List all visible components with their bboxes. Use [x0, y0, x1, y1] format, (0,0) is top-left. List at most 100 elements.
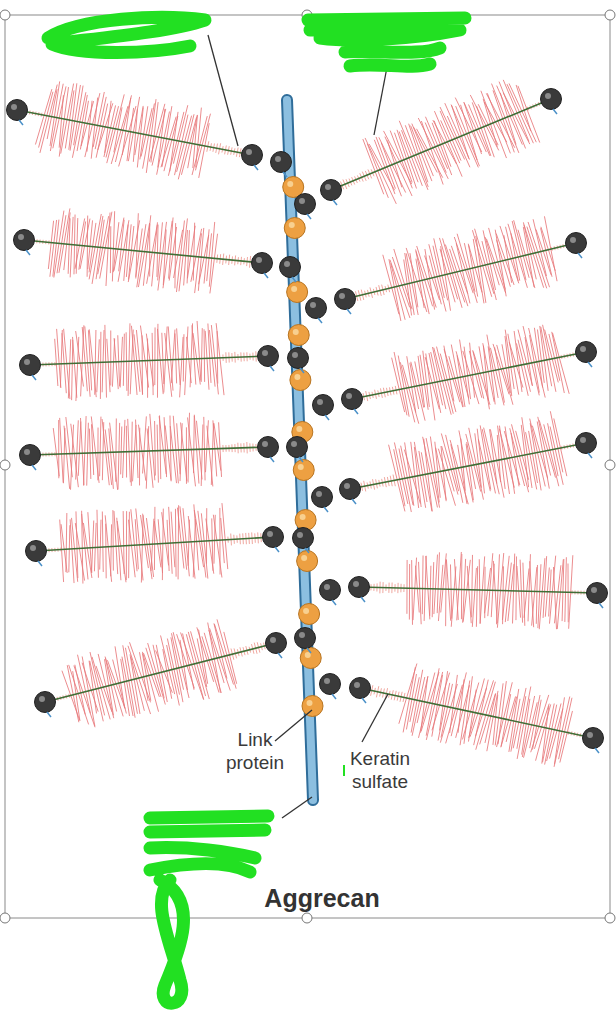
globular-domain: [287, 437, 308, 458]
globular-domain-shine: [317, 399, 323, 405]
chondroitin-sulfate-chain: [206, 508, 207, 564]
chondroitin-sulfate-chain: [181, 422, 187, 481]
chondroitin-sulfate-chain: [445, 559, 447, 626]
chondroitin-sulfate-chain: [537, 422, 549, 489]
chondroitin-sulfate-chain: [467, 566, 471, 623]
chondroitin-sulfate-chain: [435, 442, 440, 498]
proteoglycan-monomer: [20, 321, 269, 401]
chondroitin-sulfate-chain: [112, 211, 114, 281]
chondroitin-sulfate-chain: [417, 246, 437, 308]
chondroitin-sulfate-chain: [550, 411, 563, 472]
globular-domain: [342, 389, 363, 410]
part-label: Keratin sulfate: [328, 747, 432, 793]
chondroitin-sulfate-chain: [118, 423, 120, 490]
chondroitin-sulfate-chain: [201, 328, 202, 382]
chondroitin-sulfate-chain: [154, 507, 155, 570]
chondroitin-sulfate-chain: [55, 339, 58, 386]
frame-handle: [605, 10, 615, 20]
chondroitin-sulfate-chain: [516, 343, 528, 395]
chondroitin-sulfate-chain: [515, 556, 517, 620]
chondroitin-sulfate-chain: [150, 414, 155, 480]
chondroitin-sulfate-chain: [112, 339, 114, 387]
chondroitin-sulfate-chain: [198, 511, 206, 578]
link-protein: [297, 551, 318, 572]
domain-tick: [38, 561, 42, 566]
chondroitin-sulfate-chain: [128, 323, 130, 396]
globular-domain: [587, 583, 608, 604]
globular-domain-shine: [267, 531, 273, 537]
chondroitin-sulfate-chain: [550, 427, 563, 485]
chondroitin-sulfate-chain: [222, 503, 228, 569]
chondroitin-sulfate-chain: [461, 554, 462, 619]
chondroitin-sulfate-chain: [128, 226, 133, 280]
chondroitin-sulfate-chain: [140, 326, 148, 388]
frame-handle: [0, 913, 10, 923]
globular-domain-shine: [324, 584, 330, 590]
chondroitin-sulfate-chain: [143, 514, 152, 579]
core-protein-chain: [30, 356, 268, 365]
globular-domain: [252, 253, 273, 274]
globular-domain-shine: [545, 93, 551, 99]
globular-domain: [7, 100, 28, 121]
chondroitin-sulfate-chain: [405, 442, 414, 505]
chondroitin-sulfate-chain: [439, 238, 457, 299]
chondroitin-sulfate-chain: [133, 425, 137, 481]
chondroitin-sulfate-chain: [493, 695, 498, 745]
chondroitin-sulfate-chain: [541, 228, 552, 277]
chondroitin-sulfate-chain: [461, 439, 465, 491]
domain-tick: [264, 273, 268, 278]
domain-tick: [307, 214, 311, 219]
chondroitin-sulfate-chain: [406, 560, 407, 614]
chondroitin-sulfate-chain: [114, 511, 118, 574]
proteoglycan-monomer: [7, 81, 253, 179]
globular-domain: [242, 145, 263, 166]
chondroitin-sulfate-chain: [91, 416, 99, 482]
chondroitin-sulfate-chain: [97, 510, 98, 578]
chondroitin-sulfate-chain: [214, 515, 215, 564]
globular-domain: [320, 580, 341, 601]
domain-tick: [332, 600, 336, 605]
leader-line: [374, 62, 388, 135]
chondroitin-sulfate-chain: [81, 418, 84, 485]
chondroitin-sulfate-chain: [87, 423, 89, 486]
chondroitin-sulfate-chain: [398, 356, 409, 417]
chondroitin-sulfate-chain: [454, 237, 473, 293]
chondroitin-sulfate-chain: [106, 106, 119, 157]
chondroitin-sulfate-chain: [473, 239, 484, 303]
chondroitin-sulfate-chain: [73, 337, 77, 398]
chondroitin-sulfate-chain: [110, 226, 111, 273]
chondroitin-sulfate-chain: [188, 413, 189, 483]
chondroitin-sulfate-chain: [513, 554, 515, 624]
domain-tick: [32, 375, 36, 380]
chondroitin-sulfate-chain: [204, 633, 221, 693]
chondroitin-sulfate-chain: [133, 109, 137, 162]
chondroitin-sulfate-chain: [422, 555, 424, 614]
chondroitin-sulfate-chain: [363, 139, 384, 194]
chondroitin-sulfate-chain: [188, 516, 195, 579]
globular-domain-shine: [591, 587, 597, 593]
globular-domain-shine: [346, 393, 352, 399]
chondroitin-sulfate-chain: [91, 424, 93, 475]
chondroitin-sulfate-chain: [63, 428, 64, 483]
link-protein: [299, 604, 320, 625]
chondroitin-sulfate-chain: [213, 515, 222, 578]
chondroitin-sulfate-chain: [185, 327, 188, 396]
chondroitin-sulfate-chain: [82, 511, 83, 584]
part-label: Link protein: [212, 728, 298, 774]
chondroitin-sulfate-chain: [553, 333, 570, 394]
chondroitin-sulfate-chain: [486, 239, 505, 293]
chondroitin-sulfate-chain: [71, 425, 74, 490]
chondroitin-sulfate-chain: [92, 216, 103, 284]
chondroitin-sulfate-chain: [487, 335, 498, 398]
chondroitin-sulfate-chain: [509, 83, 536, 142]
chondroitin-sulfate-chain: [450, 564, 451, 618]
chondroitin-sulfate-chain: [100, 417, 101, 477]
globular-domain: [295, 194, 316, 215]
globular-domain: [576, 342, 597, 363]
chondroitin-sulfate-chain: [154, 327, 155, 385]
chondroitin-sulfate-chain: [96, 104, 108, 158]
domain-tick: [270, 366, 274, 371]
chondroitin-sulfate-chain: [48, 221, 53, 269]
chondroitin-sulfate-chain: [437, 552, 439, 613]
chondroitin-sulfate-chain: [105, 515, 111, 582]
